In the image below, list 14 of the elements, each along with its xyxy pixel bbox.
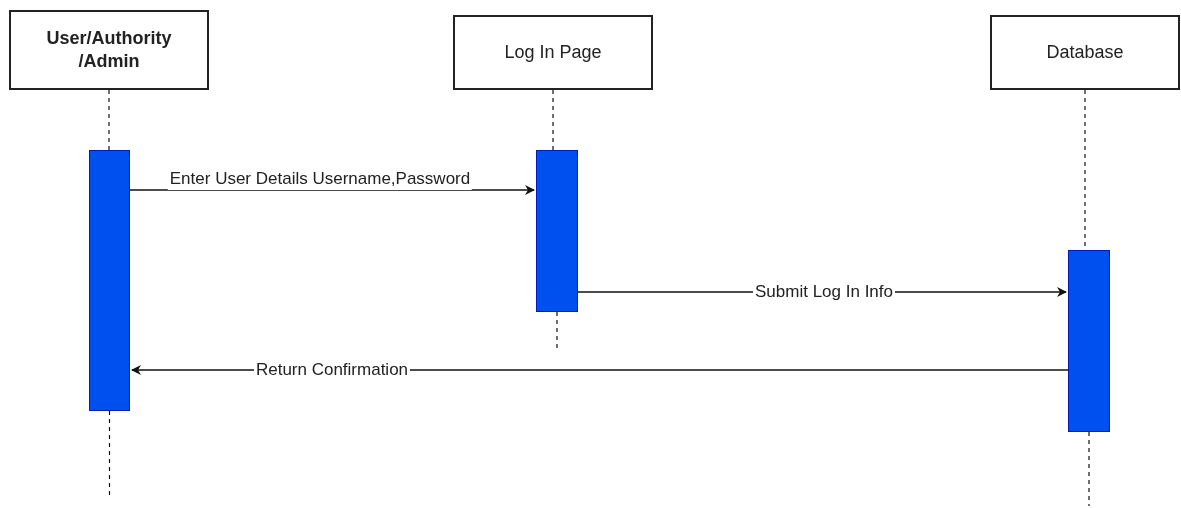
participant-box bbox=[990, 15, 1180, 90]
participant-label: User/Authority /Admin bbox=[45, 26, 173, 73]
lifeline bbox=[552, 89, 554, 151]
participant-label: Log In Page bbox=[504, 40, 602, 64]
activation-bar bbox=[536, 150, 578, 312]
participant-label: Database bbox=[1046, 40, 1124, 64]
lifeline bbox=[1088, 431, 1090, 507]
participant-box bbox=[9, 10, 209, 90]
activation-bar bbox=[89, 150, 130, 411]
activation-bar bbox=[1068, 250, 1110, 432]
lifeline bbox=[108, 410, 111, 496]
participant-box bbox=[453, 15, 653, 90]
message-arrow bbox=[129, 185, 535, 195]
lifeline bbox=[108, 89, 110, 151]
